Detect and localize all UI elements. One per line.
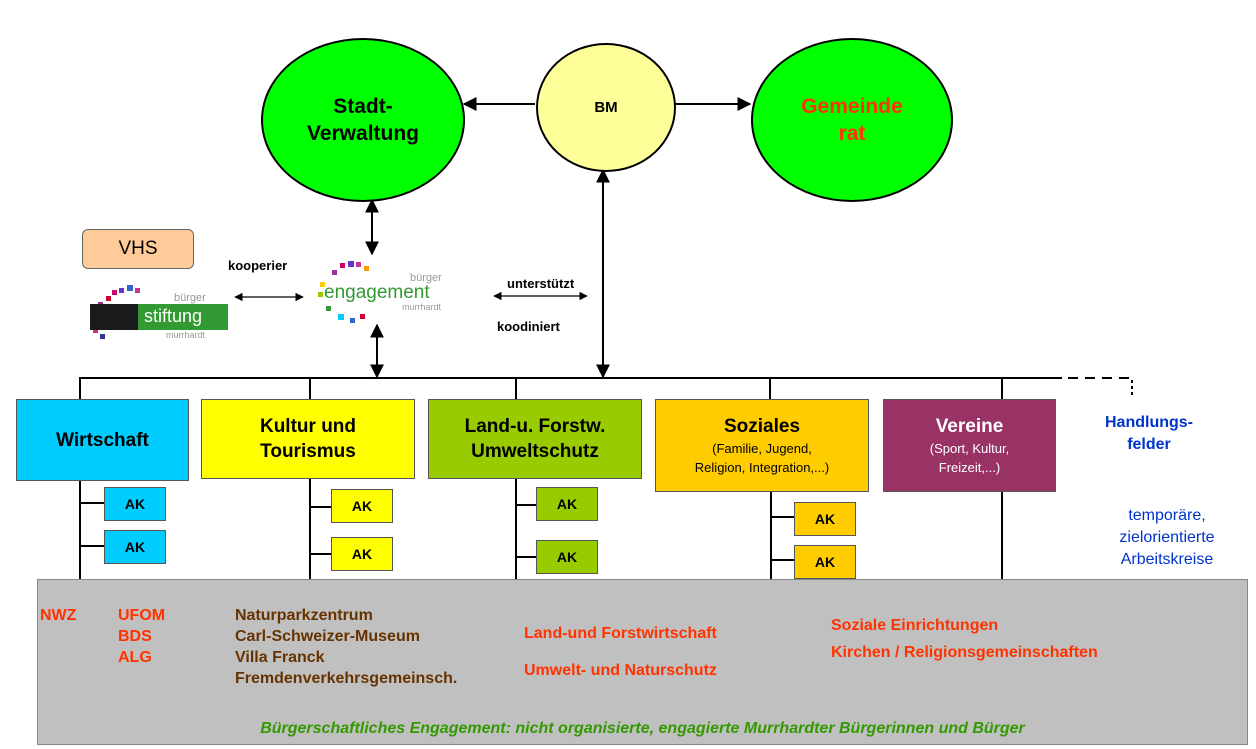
ak-box: AK (794, 502, 856, 536)
label-arbeitskreise: temporäre, zielorientierte Arbeitskreise (1119, 507, 1215, 568)
field-title: Wirtschaft (56, 429, 149, 451)
circle-bm: BM (536, 43, 676, 172)
label-handlungsfelder: Handlungs- felder (1105, 414, 1193, 453)
field-title: Land-u. Forstw. Umweltschutz (464, 416, 606, 462)
field-wirtschaft: Wirtschaft (16, 399, 189, 481)
buergerengagement-logo: bürger engagement murrhardt (310, 258, 460, 328)
ak-box: AK (536, 540, 598, 574)
footer-naturschutz: Umwelt- und Naturschutz (524, 662, 717, 679)
footer-landwirtschaft: Land-und Forstwirtschaft (524, 625, 717, 642)
vhs-box: VHS (82, 229, 194, 269)
buergerstiftung-logo: bürger stiftung murrhardt (88, 282, 230, 342)
engagement-main-text: engagement (324, 282, 430, 303)
circle-stadtverwaltung: Stadt- Verwaltung (261, 38, 465, 202)
ak-box: AK (104, 530, 166, 564)
footer-kultur-institutions: Naturparkzentrum Carl-Schweizer-Museum V… (235, 607, 458, 687)
engagement-bottom-text: murrhardt (402, 302, 442, 312)
field-subtitle: (Sport, Kultur, Freizeit,...) (929, 441, 1010, 475)
footer-ufom-bds-alg: UFOM BDS ALG (118, 607, 166, 666)
ak-box: AK (104, 487, 166, 521)
edge-label-kooperier: kooperier (228, 258, 288, 273)
vhs-label: VHS (118, 238, 158, 259)
field-soziales: Soziales (Familie, Jugend, Religion, Int… (655, 399, 869, 492)
footer-buergerschaftliches-engagement: Bürgerschaftliches Engagement: nicht org… (260, 720, 1025, 737)
edge-label-unterstuetzt: unterstützt (507, 276, 575, 291)
stiftung-main-text: stiftung (144, 306, 203, 326)
engagement-top-text: bürger (410, 272, 442, 284)
footer-soziale-einrichtungen: Soziale Einrichtungen Kirchen / Religion… (831, 617, 1098, 661)
ak-box: AK (331, 537, 393, 571)
field-title: Kultur und Tourismus (259, 416, 357, 462)
stiftung-green-bar (138, 304, 228, 330)
circle-gemeinderat: Gemeinde rat (751, 38, 953, 202)
field-subtitle: (Familie, Jugend, Religion, Integration,… (694, 441, 830, 475)
field-kultur: Kultur und Tourismus (201, 399, 415, 479)
ak-box: AK (331, 489, 393, 523)
edge-label-koodiniert: koodiniert (497, 319, 560, 334)
stiftung-top-text: bürger (174, 292, 206, 304)
field-title: Vereine (935, 416, 1004, 437)
field-land-forst: Land-u. Forstw. Umweltschutz (428, 399, 642, 479)
footer-nwz: NWZ (40, 607, 77, 624)
footer-panel: NWZ UFOM BDS ALG Naturparkzentrum Carl-S… (37, 579, 1248, 745)
stiftung-bottom-text: murrhardt (166, 330, 206, 340)
field-title: Soziales (723, 416, 801, 437)
ak-box: AK (794, 545, 856, 579)
ak-box: AK (536, 487, 598, 521)
field-vereine: Vereine (Sport, Kultur, Freizeit,...) (883, 399, 1056, 492)
